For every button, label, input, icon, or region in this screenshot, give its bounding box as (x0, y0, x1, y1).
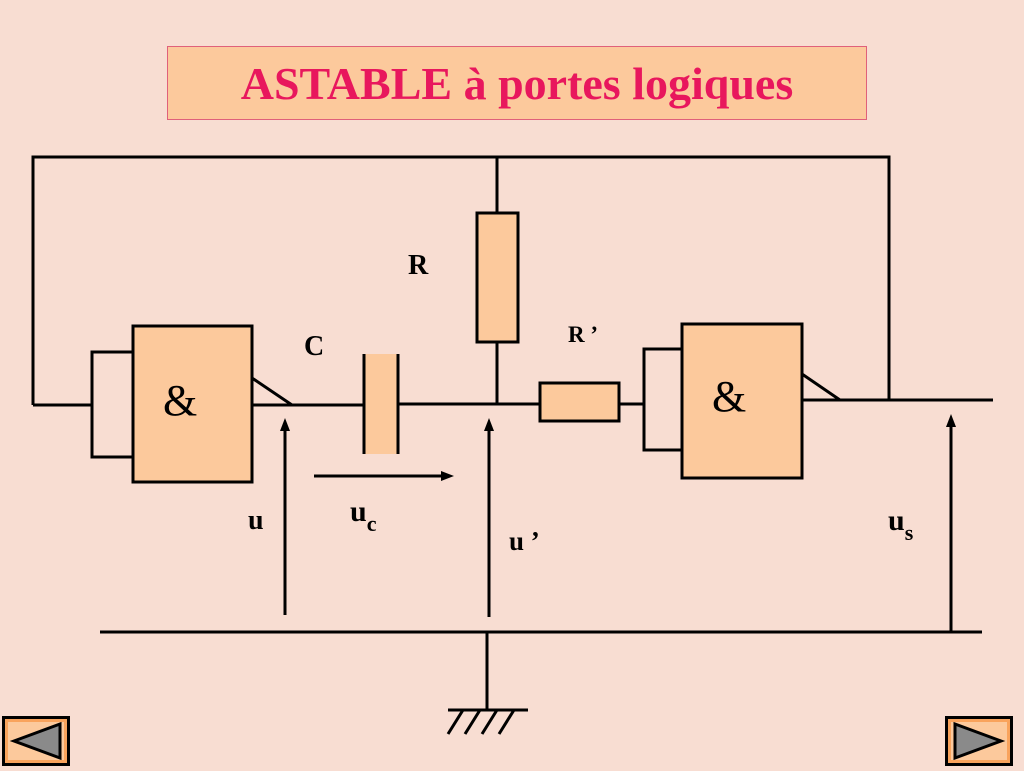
us-arrow-head (946, 414, 956, 427)
gate-1 (131, 324, 254, 484)
u-arrow-head (280, 418, 290, 431)
label-uc-base: u (350, 495, 367, 528)
previous-icon (2, 716, 70, 766)
label-uc: uc (350, 495, 376, 535)
uc-arrow-head (441, 471, 454, 481)
label-u-prime: u ’ (509, 526, 540, 556)
next-icon (945, 716, 1013, 766)
label-c: C (304, 331, 325, 362)
resistor-r (475, 211, 520, 344)
feedback-wire (31, 155, 891, 405)
capacitor-c (364, 354, 398, 454)
label-r: R (408, 250, 429, 281)
u-prime-arrow-head (484, 418, 494, 431)
gate1-output-slant (251, 376, 297, 407)
label-us-base: u (888, 504, 905, 537)
label-r-prime: R ’ (568, 322, 599, 347)
previous-button[interactable] (2, 716, 70, 766)
gate-2 (680, 322, 804, 480)
gate2-input-bracket (642, 347, 682, 452)
label-us-sub: s (904, 520, 914, 545)
next-button[interactable] (945, 716, 1013, 766)
resistor-r-prime (538, 381, 621, 423)
label-uc-sub: c (366, 511, 377, 536)
page-title: ASTABLE à portes logiques (240, 57, 794, 109)
gate2-output-slant (801, 372, 845, 402)
gate-2-symbol: & (712, 372, 747, 421)
gate-1-symbol: & (163, 376, 198, 425)
gate1-input-bracket (90, 350, 133, 459)
ground-hatch (446, 709, 516, 735)
title-box: ASTABLE à portes logiques (167, 46, 867, 120)
label-us: us (888, 504, 913, 544)
label-u: u (248, 505, 264, 536)
